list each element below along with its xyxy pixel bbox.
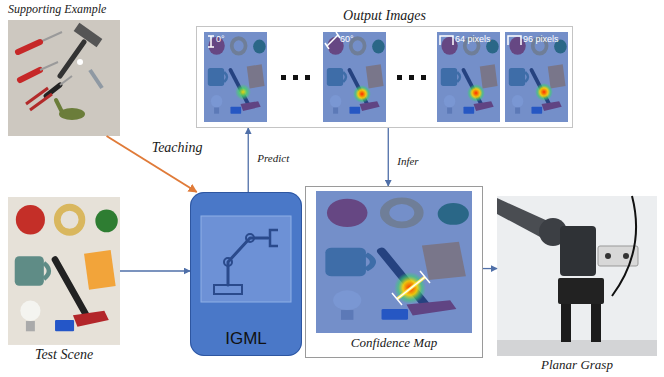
scene-copy bbox=[505, 32, 568, 122]
table bbox=[497, 340, 657, 356]
output-images-panel: 0°60°64 pixels96 pixelsOutput Images bbox=[196, 26, 573, 128]
dot bbox=[409, 75, 414, 80]
arrow-label: Teaching bbox=[150, 140, 205, 156]
node-label: Confidence Map bbox=[351, 336, 437, 351]
pliers bbox=[26, 88, 48, 104]
scene-copy bbox=[437, 32, 500, 122]
image-caption: Test Scene bbox=[35, 347, 93, 363]
confidence-map-image bbox=[316, 191, 472, 333]
image-caption: Output Images bbox=[343, 8, 426, 24]
hammer-handle bbox=[60, 42, 84, 76]
test-scene-photo bbox=[8, 197, 120, 345]
confidence-map-box: Confidence Map bbox=[305, 186, 483, 358]
hammer-head bbox=[74, 23, 103, 47]
robot-icon-ground bbox=[201, 216, 291, 302]
heat-spot bbox=[467, 84, 485, 102]
dot bbox=[293, 75, 298, 80]
gripper-finger bbox=[561, 304, 571, 342]
output-image: 60° bbox=[323, 32, 386, 122]
output-image: 0° bbox=[204, 32, 267, 122]
angle-marker bbox=[325, 32, 340, 49]
arrow-label: Infer bbox=[395, 155, 420, 168]
grasp-line bbox=[397, 277, 425, 299]
igml-fill bbox=[190, 192, 302, 356]
node-label: IGML bbox=[225, 329, 267, 349]
cable bbox=[612, 196, 636, 296]
arrow-label: Predict bbox=[255, 152, 291, 165]
image-parameter-label: 96 pixels bbox=[523, 34, 559, 44]
output-thumbnail bbox=[505, 32, 568, 122]
blue-tint bbox=[316, 191, 472, 333]
output-thumbnail bbox=[323, 32, 386, 122]
blue-tint bbox=[437, 32, 500, 122]
flow-arrow bbox=[483, 268, 497, 269]
screwdriver-handle bbox=[20, 70, 40, 80]
camera-lens bbox=[605, 253, 611, 259]
scene-copy bbox=[204, 32, 267, 122]
supporting-example-image: Supporting Example bbox=[8, 20, 120, 136]
dot bbox=[397, 75, 402, 80]
heat-spot bbox=[535, 83, 553, 101]
ellipsis-dots bbox=[281, 75, 310, 80]
heat-spot bbox=[353, 85, 371, 103]
igml-model-box: IGML bbox=[190, 192, 302, 356]
camera-lens bbox=[623, 253, 629, 259]
image-caption: Supporting Example bbox=[8, 3, 106, 17]
angle-marker bbox=[208, 36, 214, 47]
blue-tint bbox=[323, 32, 386, 122]
robot-joint bbox=[224, 258, 232, 266]
gripper-finger bbox=[591, 304, 601, 342]
scene-copy bbox=[323, 32, 386, 122]
igml-block bbox=[190, 192, 302, 356]
output-thumbnail bbox=[437, 32, 500, 122]
screwdriver-shaft bbox=[40, 62, 58, 70]
grasp-ends bbox=[392, 271, 430, 305]
robot-wrist bbox=[560, 226, 596, 276]
width-marker bbox=[508, 36, 521, 45]
image-parameter-label: 0° bbox=[216, 34, 225, 44]
flow-arrow bbox=[388, 128, 389, 186]
image-parameter-label: 60° bbox=[340, 34, 354, 44]
planar-grasp-photo bbox=[497, 196, 657, 356]
screwdriver-handle bbox=[18, 42, 40, 52]
output-image: 64 pixels bbox=[437, 32, 500, 122]
flow-arrow bbox=[248, 128, 249, 192]
gripper-body bbox=[558, 278, 604, 304]
grasp-bar bbox=[397, 277, 425, 299]
screwdriver-shaft bbox=[40, 32, 62, 42]
toy-dinosaur-neck bbox=[56, 100, 62, 112]
image-caption: Planar Grasp bbox=[541, 358, 613, 373]
output-image: 96 pixels bbox=[505, 32, 568, 122]
supporting-example-photo bbox=[8, 20, 120, 136]
robot-joint bbox=[246, 234, 254, 242]
width-marker bbox=[440, 36, 453, 45]
screw bbox=[77, 59, 83, 65]
image-parameter-label: 64 pixels bbox=[455, 34, 491, 44]
ellipsis-dots bbox=[397, 75, 426, 80]
heat-spot bbox=[235, 84, 251, 100]
blue-tint bbox=[505, 32, 568, 122]
bolt bbox=[90, 70, 102, 88]
dot bbox=[281, 75, 286, 80]
photo-ground bbox=[8, 20, 120, 136]
planar-grasp-image: Planar Grasp bbox=[497, 196, 657, 356]
screwdriver-handle bbox=[46, 85, 60, 96]
photo-ground bbox=[497, 196, 657, 356]
robot-arm bbox=[228, 238, 268, 285]
pliers bbox=[30, 94, 52, 110]
blue-tint bbox=[204, 32, 267, 122]
flow-arrow bbox=[120, 270, 190, 271]
robot-gripper bbox=[270, 230, 278, 246]
test-scene-image: Test Scene bbox=[8, 197, 120, 345]
scene-copy bbox=[316, 191, 472, 333]
output-thumbnail bbox=[204, 32, 267, 122]
dot bbox=[305, 75, 310, 80]
dot bbox=[421, 75, 426, 80]
heat-spot bbox=[394, 272, 426, 304]
